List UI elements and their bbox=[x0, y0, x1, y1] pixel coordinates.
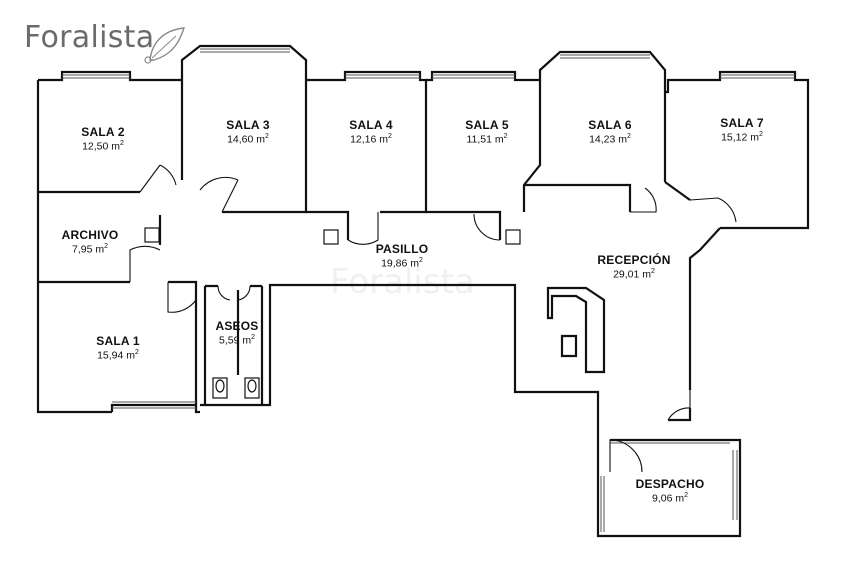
wall-sala7 bbox=[665, 70, 810, 230]
door-recepcion bbox=[667, 390, 691, 421]
wall-recepcion-right bbox=[688, 227, 721, 390]
watermark: Foralista bbox=[330, 262, 475, 302]
column-2 bbox=[323, 229, 339, 245]
room-area: 5,59 m2 bbox=[218, 333, 256, 347]
doors bbox=[129, 164, 737, 473]
fixtures bbox=[144, 227, 521, 399]
room-area: 14,60 m2 bbox=[227, 132, 269, 146]
room-area: 11,51 m2 bbox=[466, 132, 508, 146]
wall-sala4 bbox=[306, 70, 428, 214]
room-pasillo: PASILLO 19,86 m2 bbox=[375, 242, 429, 270]
room-area: 29,01 m2 bbox=[613, 267, 655, 281]
wall-sala5-bottom bbox=[426, 210, 502, 240]
wc-2 bbox=[244, 377, 260, 399]
room-archivo: ARCHIVO 7,95 m2 bbox=[61, 228, 119, 256]
wall-sala1-top-right bbox=[168, 280, 198, 286]
room-sala-3: SALA 3 14,60 m2 bbox=[226, 118, 270, 146]
wall-sala7-left bbox=[664, 181, 691, 201]
room-despacho: DESPACHO 9,06 m2 bbox=[635, 477, 705, 505]
room-recepcion: RECEPCIÓN 29,01 m2 bbox=[597, 253, 671, 281]
room-name: RECEPCIÓN bbox=[597, 253, 671, 267]
wall-recepcion-bottom bbox=[668, 408, 692, 422]
wall-despacho bbox=[596, 438, 742, 538]
room-name: SALA 5 bbox=[465, 118, 509, 132]
wall-sala5-right bbox=[522, 80, 542, 212]
room-area: 9,06 m2 bbox=[651, 491, 689, 505]
room-name: SALA 7 bbox=[720, 116, 764, 130]
reception-counter bbox=[546, 286, 606, 374]
door-sala5 bbox=[473, 213, 501, 241]
wall-left-outer bbox=[36, 80, 112, 414]
room-sala-1: SALA 1 15,94 m2 bbox=[96, 334, 140, 362]
door-sala2 bbox=[139, 164, 177, 193]
wc-1 bbox=[212, 377, 228, 399]
door-despacho bbox=[609, 439, 643, 473]
room-aseos: ASEOS 5,59 m2 bbox=[215, 319, 259, 347]
windows bbox=[62, 48, 795, 532]
wall-sala2-top bbox=[38, 70, 182, 82]
column-1 bbox=[144, 227, 160, 243]
room-name: PASILLO bbox=[375, 242, 429, 256]
room-sala-5: SALA 5 11,51 m2 bbox=[465, 118, 509, 146]
room-area: 7,95 m2 bbox=[71, 242, 108, 256]
reception-desk bbox=[560, 334, 578, 358]
door-sala6 bbox=[630, 187, 657, 213]
room-name: ASEOS bbox=[215, 319, 259, 333]
door-sala3 bbox=[199, 176, 239, 213]
room-sala-4: SALA 4 12,16 m2 bbox=[349, 118, 393, 146]
room-name: ARCHIVO bbox=[61, 228, 119, 242]
room-name: DESPACHO bbox=[635, 477, 705, 491]
door-aseo-2 bbox=[237, 285, 251, 301]
room-name: SALA 4 bbox=[349, 118, 393, 132]
room-name: SALA 3 bbox=[226, 118, 270, 132]
wall-sala6-bottom bbox=[524, 183, 632, 212]
room-name: SALA 6 bbox=[588, 118, 632, 132]
room-sala-7: SALA 7 15,12 m2 bbox=[720, 116, 764, 144]
room-area: 14,23 m2 bbox=[589, 132, 631, 146]
door-sala7 bbox=[689, 197, 737, 223]
wall-aseos bbox=[203, 286, 264, 405]
room-area: 12,16 m2 bbox=[350, 132, 392, 146]
room-sala-2: SALA 2 12,50 m2 bbox=[81, 125, 125, 153]
room-area: 12,50 m2 bbox=[82, 139, 124, 153]
door-archivo bbox=[129, 245, 161, 282]
room-area: 15,12 m2 bbox=[721, 130, 763, 144]
room-area: 15,94 m2 bbox=[97, 348, 139, 362]
room-name: SALA 2 bbox=[81, 125, 125, 139]
door-sala1 bbox=[167, 282, 197, 313]
room-sala-6: SALA 6 14,23 m2 bbox=[588, 118, 632, 146]
wall-despacho-left bbox=[200, 283, 600, 472]
leaf-icon bbox=[144, 27, 186, 64]
brand-logo: Foralista bbox=[24, 20, 155, 55]
room-area: 19,86 m2 bbox=[381, 256, 423, 270]
column-3 bbox=[505, 229, 521, 245]
room-name: SALA 1 bbox=[96, 334, 140, 348]
walls bbox=[36, 44, 810, 538]
door-pasillo bbox=[347, 212, 379, 245]
door-aseo-1 bbox=[217, 285, 231, 301]
wall-sala5 bbox=[426, 50, 667, 182]
wall-sala4-bottom-left bbox=[306, 210, 350, 240]
